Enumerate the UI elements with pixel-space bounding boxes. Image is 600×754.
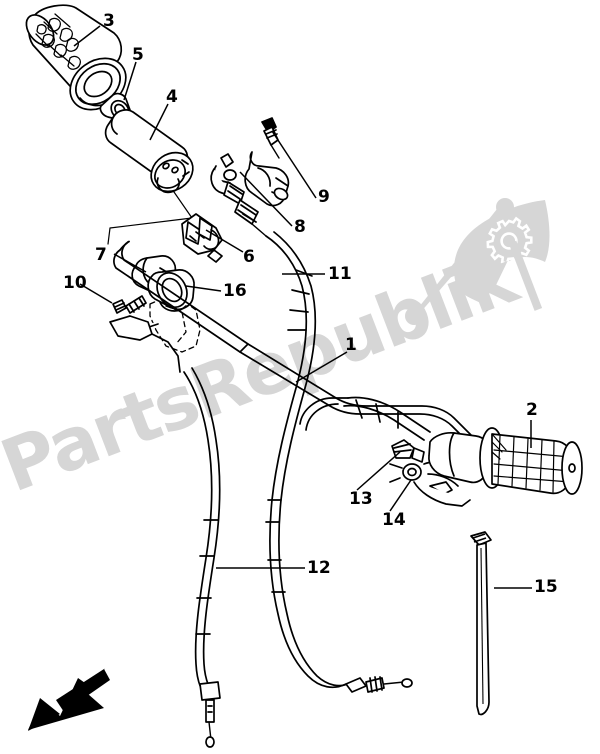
callout-10: 10 bbox=[63, 273, 87, 293]
part-bolt bbox=[112, 295, 147, 314]
part-throttle-cable bbox=[265, 231, 413, 693]
callout-6: 6 bbox=[243, 247, 255, 267]
callout-11: 11 bbox=[328, 264, 352, 284]
callout-14: 14 bbox=[382, 510, 406, 530]
callout-7: 7 bbox=[95, 245, 107, 265]
part-grip-left bbox=[428, 427, 583, 495]
callout-1: 1 bbox=[345, 335, 357, 355]
part-clutch-cable bbox=[183, 367, 221, 748]
callout-5: 5 bbox=[132, 45, 144, 65]
partsrepublik-logo bbox=[405, 196, 555, 326]
callout-16: 16 bbox=[223, 281, 247, 301]
part-cable-tie bbox=[470, 531, 492, 716]
callout-2: 2 bbox=[526, 400, 538, 420]
part-clutch-lever-solid bbox=[109, 315, 181, 373]
callout-15: 15 bbox=[534, 577, 558, 597]
forward-direction-arrow bbox=[28, 668, 110, 731]
part-throttle-housing bbox=[181, 213, 223, 263]
part-cable-adjuster-upper bbox=[244, 117, 290, 207]
callout-12: 12 bbox=[307, 558, 331, 578]
callout-13: 13 bbox=[349, 489, 373, 509]
part-throttle-tube bbox=[104, 109, 194, 194]
callout-4: 4 bbox=[166, 87, 178, 107]
part-lever-right-assembly bbox=[389, 439, 473, 507]
callout-8: 8 bbox=[294, 217, 306, 237]
callout-9: 9 bbox=[318, 187, 330, 207]
callout-3: 3 bbox=[103, 11, 115, 31]
part-handlebar bbox=[113, 240, 473, 445]
